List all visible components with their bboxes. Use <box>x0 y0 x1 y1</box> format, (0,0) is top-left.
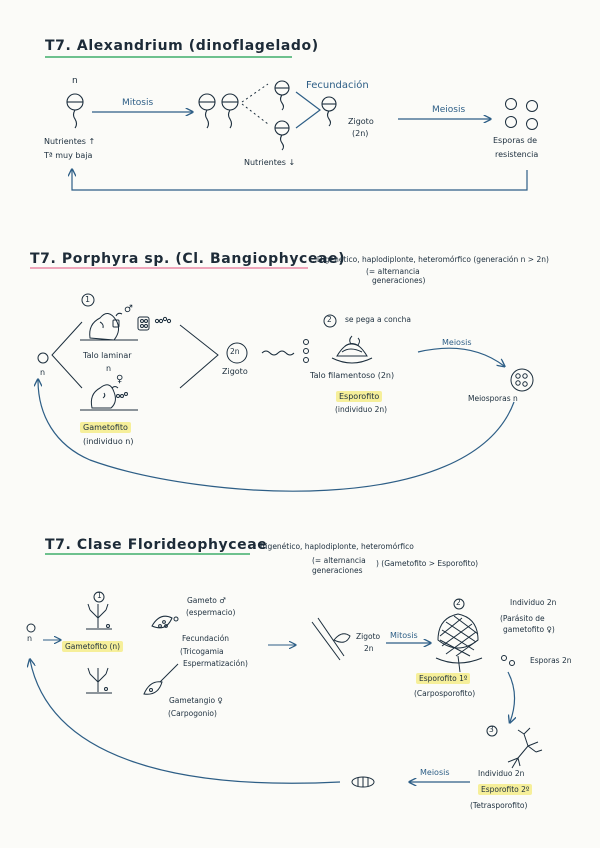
dotted-split-lines <box>242 84 268 124</box>
esporofito-highlight-s2: Esporofito <box>336 391 382 402</box>
arrow-to-tetrasporophyte <box>508 672 515 722</box>
talo-n-label: n <box>106 364 111 373</box>
gameto-label: Gameto ♂ <box>187 597 226 606</box>
esporofito1-highlight: Esporofito 1º <box>416 673 470 684</box>
meiosporas-label: Meiosporas n <box>468 395 518 404</box>
carposporofito-label: (Carposporofito) <box>414 690 475 699</box>
individuo-2n-label-b: Individuo 2n <box>478 770 524 779</box>
zigoto-label-s2: Zigoto <box>222 367 248 376</box>
tetrasporophyte-icon <box>508 728 542 768</box>
carpogonio-label: (Carpogonio) <box>168 710 217 719</box>
esporofito1-label: Esporofito 1º <box>416 675 470 684</box>
spore-n-icon <box>38 353 48 363</box>
individuo-2n-label-s2: (individuo 2n) <box>335 406 387 415</box>
zygote-cell-icon <box>322 97 336 126</box>
nutrientes-up-label: Nutrientes ↑ <box>44 137 95 146</box>
male-symbol-s2: ♂ <box>124 304 133 316</box>
spermatium-icon <box>152 616 178 628</box>
esporas-label-1: Esporas de <box>493 136 537 145</box>
s3-description-note-3: ) (Gametofito > Esporofito) <box>376 560 478 569</box>
espermatizacion-label: Espermatización) <box>183 660 248 669</box>
gametofito-highlight-s2: Gametofito <box>80 422 131 433</box>
gametangio-label: Gametangio ♀ <box>169 697 223 706</box>
n-label-left-s3: n <box>27 634 32 643</box>
female-symbol-s2: ♀ <box>116 374 123 386</box>
zigoto-2n-label: (2n) <box>352 129 368 138</box>
mitosis-label: Mitosis <box>122 98 153 108</box>
tetraspore-icon <box>352 777 374 787</box>
nutrientes-down-label: Nutrientes ↓ <box>244 158 295 167</box>
s3-description-note-1: (= alternancia <box>312 557 366 566</box>
esporas-2n-label: Esporas 2n <box>530 657 572 666</box>
fecundacion-label-s3: Fecundación <box>182 635 229 644</box>
carpogonium-icon <box>144 664 178 694</box>
carposporophyte-icon <box>436 614 482 672</box>
n-label-left-s2: n <box>40 368 45 377</box>
spore-n-icon-s3 <box>27 624 35 632</box>
individuo-n-label: (individuo n) <box>83 437 133 446</box>
tricogamia-label: (Tricogamia <box>180 648 224 657</box>
step3-label-s3: 3 <box>489 726 494 735</box>
esporofito2-label: Esporofito 2º <box>478 786 532 795</box>
dinoflagellate-cell-icon <box>67 94 83 128</box>
zygote-filament-icon <box>312 618 350 660</box>
parasito-label-1: (Parásito de <box>500 615 545 624</box>
return-loop-s3 <box>30 660 340 783</box>
shell-filament-icon <box>332 336 372 363</box>
zigoto-label-s3: Zigoto <box>356 633 380 642</box>
talo-filamentoso-label: Talo filamentoso (2n) <box>310 371 394 380</box>
s3-description-note-2: generaciones <box>312 567 363 576</box>
esporofito-label-s2: Esporofito <box>336 392 382 401</box>
s2-description: : Digenético, haplodiplonte, heteromórfi… <box>312 256 549 265</box>
se-pega-label: se pega a concha <box>345 316 411 325</box>
s3-description: : Trigenético, haplodiplonte, heteromórf… <box>254 543 414 552</box>
zigoto-label: Zigoto <box>348 117 374 126</box>
laminar-thallus-male-icon <box>80 313 138 340</box>
parasito-label-2: gametofito ♀) <box>503 626 555 635</box>
spores-2n-dots <box>502 656 515 666</box>
meiosis-label-s1: Meiosis <box>432 105 465 115</box>
s3-title: T7. Clase Florideophyceae <box>45 537 267 553</box>
wavy-line <box>262 351 294 355</box>
esporas-label-2: resistencia <box>495 150 538 159</box>
step2-label-s3: 2 <box>456 599 461 608</box>
s1-title: T7. Alexandrium (dinoflagelado) <box>45 38 319 54</box>
fusion-lines <box>180 325 218 388</box>
meiosis-label-s2: Meiosis <box>442 338 472 347</box>
mitosis-cells-icon <box>199 94 238 128</box>
branch-lines-left <box>52 322 82 388</box>
meiospores-icon <box>511 369 533 391</box>
return-loop-s2 <box>38 380 514 491</box>
individuo-2n-label-a: Individuo 2n <box>510 599 556 608</box>
s2-description-note-2: generaciones) <box>372 277 425 286</box>
esporofito2-highlight: Esporofito 2º <box>478 784 532 795</box>
meiosis-label-s3: Meiosis <box>420 768 450 777</box>
step2-label-s2: 2 <box>327 316 332 325</box>
step1-label-s2: 1 <box>85 295 90 304</box>
gametofito-label-s3: Gametofito (n) <box>62 643 123 652</box>
s1-n-label: n <box>72 76 78 86</box>
s2-title: T7. Porphyra sp. (Cl. Bangiophyceae) <box>30 251 345 267</box>
gametofito-label-s2: Gametofito <box>80 423 131 432</box>
mitosis-label-s3: Mitosis <box>390 631 418 640</box>
talo-laminar-label: Talo laminar <box>83 351 132 360</box>
zigoto-2n-label-s3: 2n <box>364 645 374 654</box>
temperature-low-label: Tª muy baja <box>44 151 92 160</box>
spermatangium-icon <box>138 317 171 330</box>
gamete-cells-icon <box>275 81 289 150</box>
laminar-thallus-female-icon <box>80 385 138 410</box>
espermacio-label: (espermacio) <box>186 609 235 618</box>
zigoto-2n-text: 2n <box>230 348 240 357</box>
fecundation-lines <box>296 92 320 128</box>
step1-label-s3: 1 <box>97 592 102 601</box>
meiosis-arrow-s2 <box>418 348 504 366</box>
resistance-spores-icon <box>506 99 538 130</box>
tetrasporofito-label: (Tetrasporofito) <box>470 802 527 811</box>
fecundacion-label: Fecundación <box>306 80 369 92</box>
zygote-dots <box>304 340 309 363</box>
gametofito-highlight-s3: Gametofito (n) <box>62 641 123 652</box>
return-loop-s1 <box>72 170 527 190</box>
